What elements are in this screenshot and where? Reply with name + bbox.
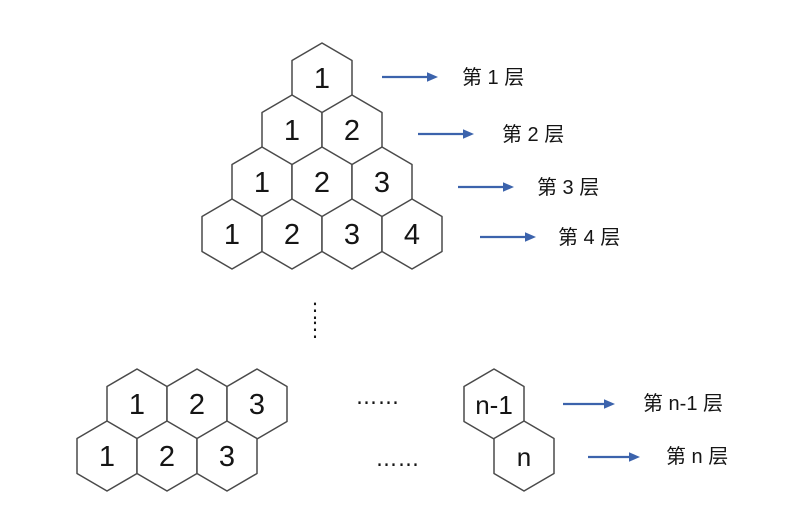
cell-label: 3 [219,441,235,473]
tail-row-n-1: 1 2 3 …… n-1 第 n-1 层 [106,368,723,440]
pyramid-row-4: 1 2 3 4 第 4 层 [201,198,620,270]
layer-label: 第 2 层 [502,123,564,146]
hexagon-cell: 3 [196,420,258,492]
hexagon-cell: 2 [321,94,383,166]
layer-arrow [588,452,640,462]
hexagon-cell: 1 [231,146,293,218]
hexagon-outline [493,420,555,492]
cell-label: 2 [314,167,330,199]
hexagon-cell: 4 [381,198,443,270]
tail-row-n: 1 2 3 …… n 第 n 层 [76,420,728,492]
layer-arrow [382,72,438,82]
cell-label: 2 [344,115,360,147]
layer-arrow [458,182,514,192]
vertical-ellipsis-glyph: ⋮ [305,317,325,341]
arrowhead-icon [463,129,474,139]
vertical-ellipsis-glyph: ⋮ [305,298,325,322]
cell-label: 3 [249,389,265,421]
layer-arrow [563,399,615,409]
cell-label: 1 [254,167,270,199]
cell-label: 1 [99,441,115,473]
cell-label: 4 [404,219,420,251]
layer-label: 第 3 层 [537,176,599,199]
cell-label: n [517,442,531,472]
layer-arrow [418,129,474,139]
hexagon-cell-n: n [493,420,555,492]
cell-label: 3 [374,167,390,199]
pyramid-row-1: 1 第 1 层 [291,42,524,114]
hexagon-cell: 1 [261,94,323,166]
cell-label: 2 [159,441,175,473]
layer-label: 第 n 层 [666,445,728,468]
hexagon-cell: 1 [76,420,138,492]
cell-label: 1 [224,219,240,251]
arrowhead-icon [503,182,514,192]
cell-label: n-1 [475,390,513,420]
layer-arrow [480,232,536,242]
hexagon-cell: 2 [136,420,198,492]
cell-label: 3 [344,219,360,251]
hexagon-cell: 3 [321,198,383,270]
cell-label: 1 [129,389,145,421]
layer-label: 第 4 层 [558,226,620,249]
pyramid-row-2: 1 2 第 2 层 [261,94,564,166]
layer-label: 第 1 层 [462,66,524,89]
cell-label: 1 [314,63,330,95]
pyramid-row-3: 1 2 3 第 3 层 [231,146,599,218]
hexagon-cell: 3 [351,146,413,218]
hexagon-outline [196,420,258,492]
hexagon-cell: 3 [226,368,288,440]
arrowhead-icon [629,452,640,462]
cell-label: 2 [284,219,300,251]
horizontal-ellipsis: …… [356,385,400,409]
arrowhead-icon [525,232,536,242]
cell-label: 2 [189,389,205,421]
hexagon-outline [381,198,443,270]
arrowhead-icon [427,72,438,82]
arrowhead-icon [604,399,615,409]
horizontal-ellipsis: …… [376,447,420,471]
hexagon-cell-n-1: n-1 [463,368,525,440]
cell-label: 1 [284,115,300,147]
layer-label: 第 n-1 层 [643,392,723,415]
vertical-ellipsis: ⋮ ⋮ [305,298,325,341]
